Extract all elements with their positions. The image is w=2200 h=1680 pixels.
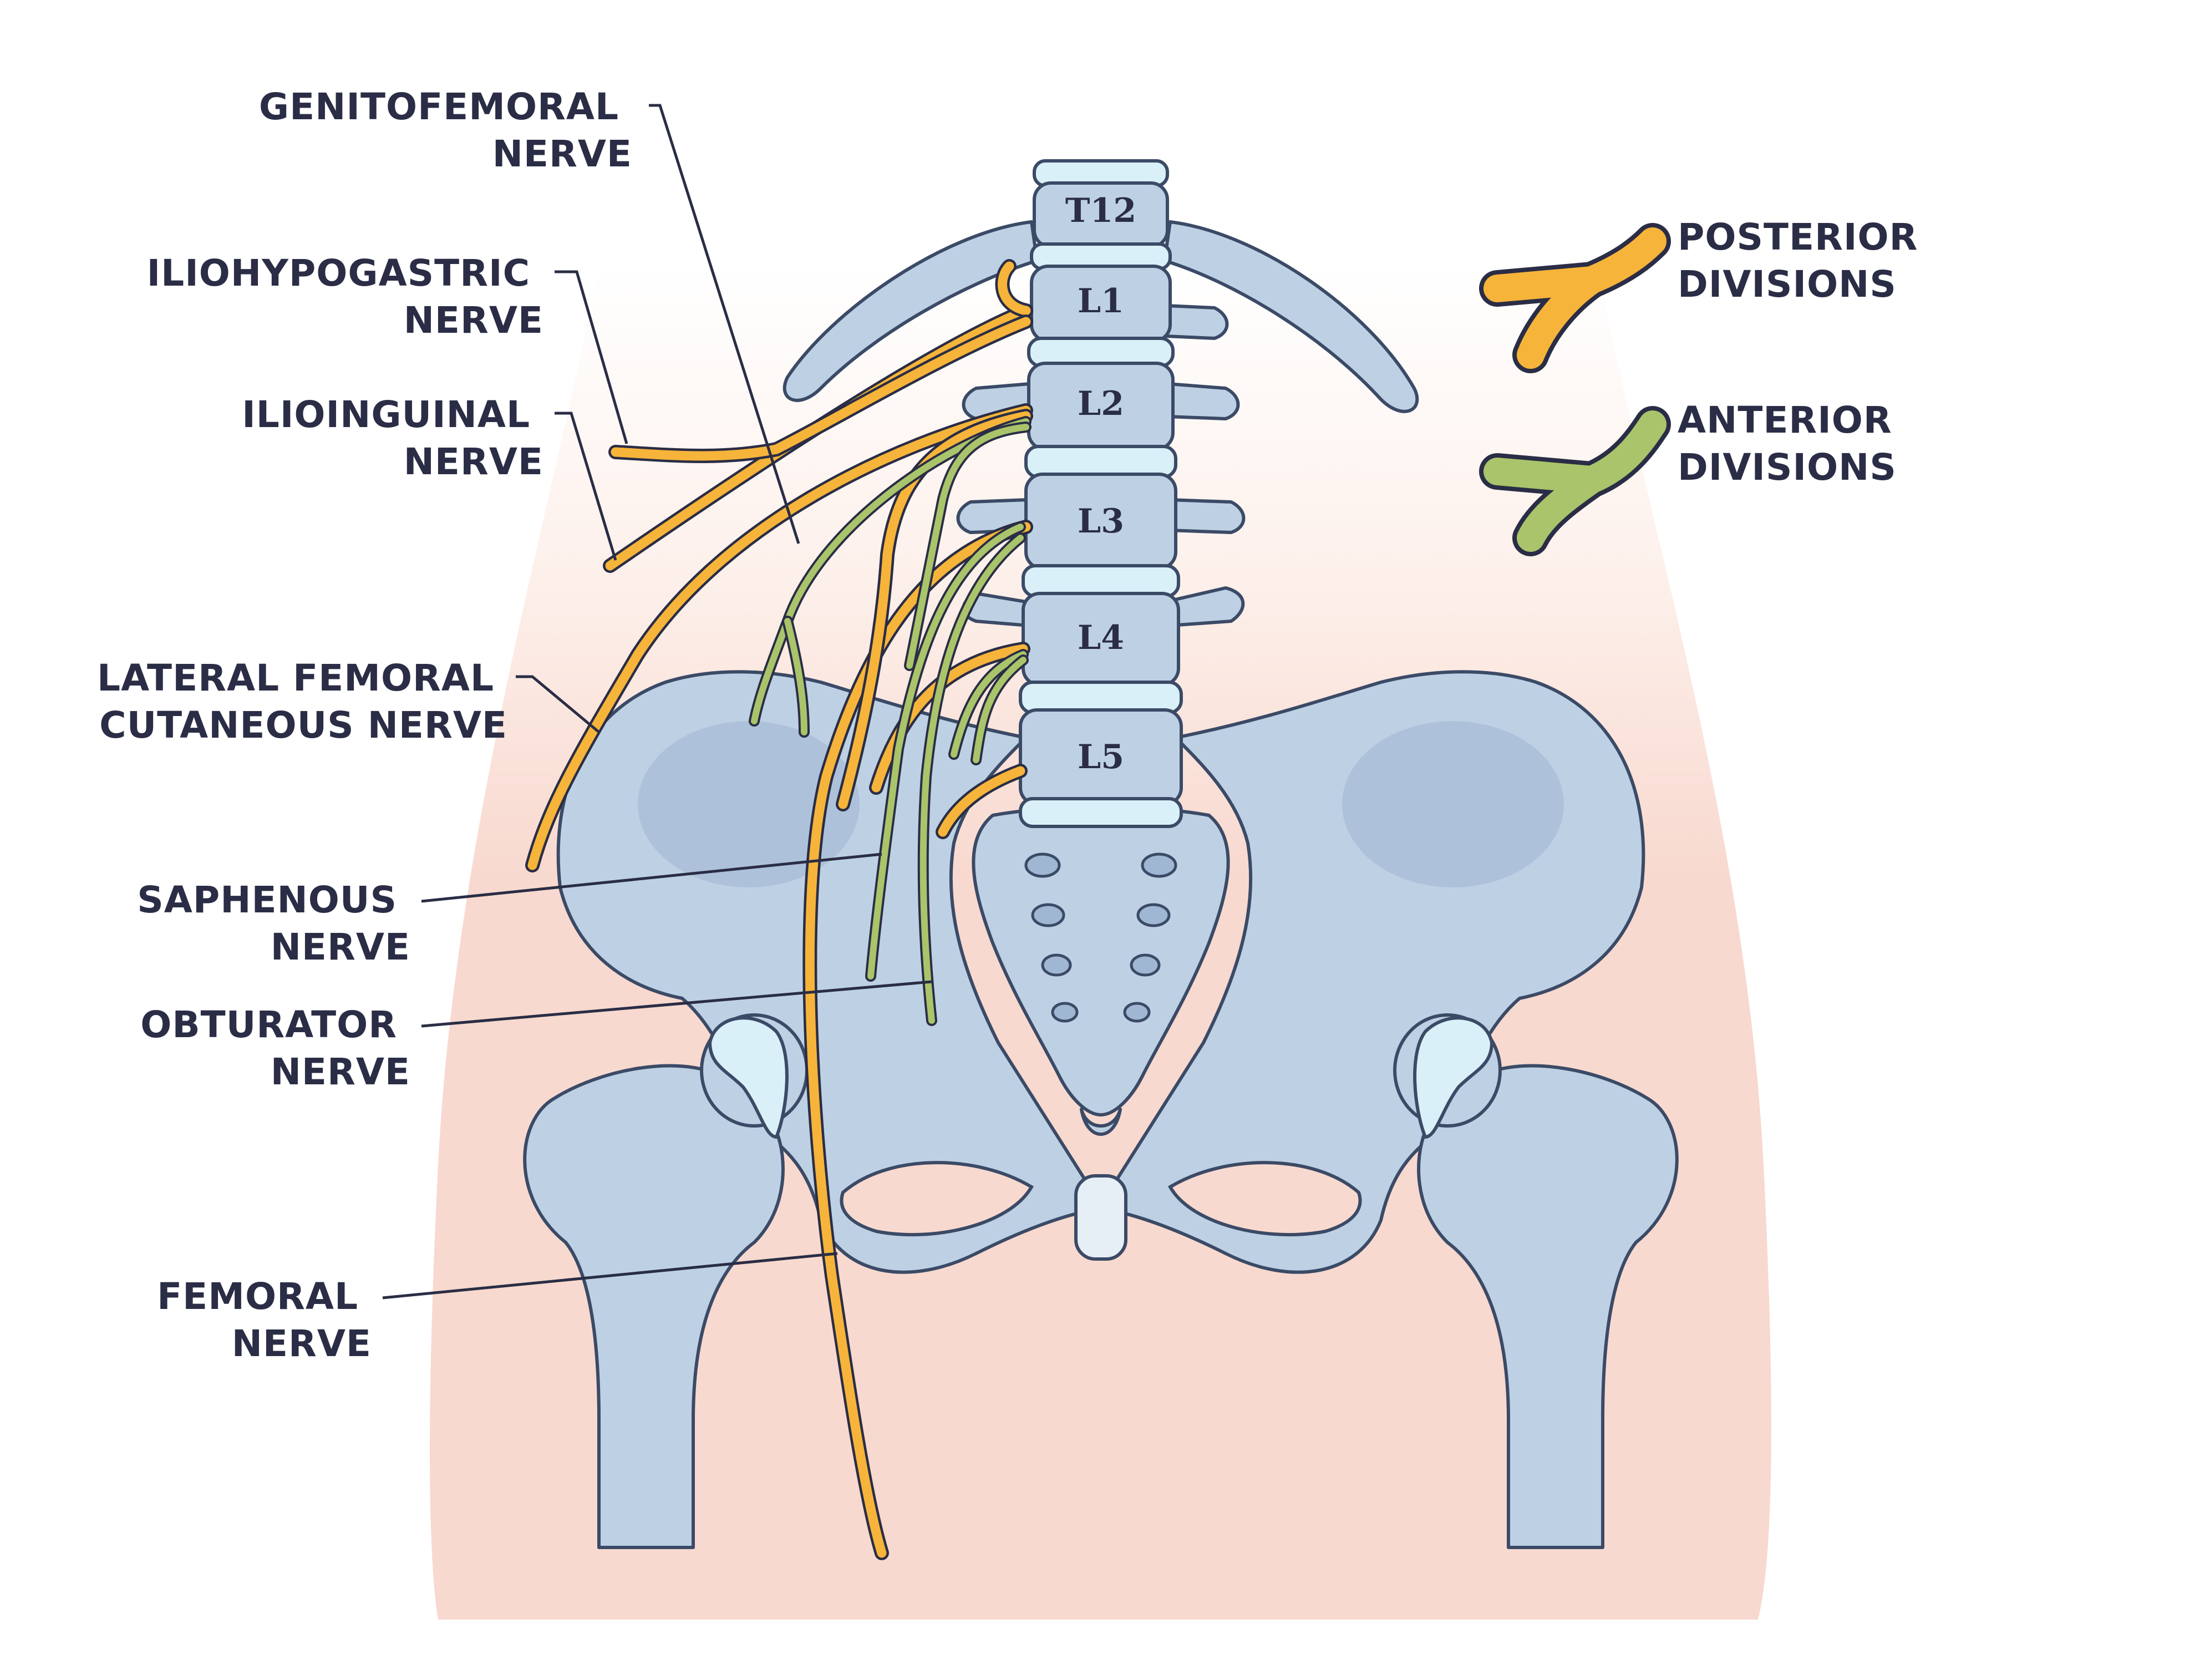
anterior-branch-l2 <box>904 422 1032 671</box>
label-genitofemoral: GENITOFEMORAL NERVE <box>259 85 632 175</box>
posterior-branch-l5 <box>936 764 1028 839</box>
legend-posterior-label: POSTERIOR DIVISIONS <box>1678 216 1931 306</box>
saphenous-nerve <box>865 521 1026 982</box>
label-iliohypogastric: ILIOHYPOGASTRIC NERVE <box>147 252 543 342</box>
vertebra-label-l2: L2 <box>1078 384 1124 423</box>
vertebra-label-t12: T12 <box>1065 191 1136 230</box>
vertebra-label-l4: L4 <box>1078 618 1124 657</box>
posterior-division-nerves <box>525 259 1033 1560</box>
vertebral-column <box>1019 159 1183 828</box>
legend-posterior-swatch <box>1479 223 1671 373</box>
right-iliac-fossa <box>1342 721 1564 887</box>
left-obturator-foramen <box>840 1161 1034 1237</box>
legend-anterior-label: ANTERIOR DIVISIONS <box>1678 399 1906 489</box>
left-hip-cartilage <box>708 1016 789 1139</box>
sacral-foramina <box>1024 852 1177 1023</box>
vertebra-label-l5: L5 <box>1078 738 1124 776</box>
label-obturator: OBTURATOR NERVE <box>140 1003 410 1093</box>
sacrum <box>972 805 1230 1116</box>
vertebra-label-l1: L1 <box>1078 282 1124 321</box>
anterior-branch-l4 <box>948 649 1029 765</box>
lateral-femoral-cutaneous-nerve <box>525 403 1033 872</box>
posterior-branch-l2 <box>836 409 1033 811</box>
left-iliac-fossa <box>638 721 860 887</box>
transverse-process-l2 <box>1152 381 1240 420</box>
vertebra-label-l3: L3 <box>1078 502 1124 541</box>
disc-l4-l5 <box>1019 681 1183 714</box>
anterior-division-nerves <box>749 416 1032 1026</box>
disc-l2-l3 <box>1024 445 1177 479</box>
genitofemoral-nerve <box>749 416 1032 738</box>
label-saphenous: SAPHENOUS NERVE <box>137 879 410 968</box>
posterior-branch-l4 <box>869 642 1030 795</box>
disc-l3-l4 <box>1022 564 1180 598</box>
label-femoral: FEMORAL NERVE <box>157 1275 372 1365</box>
right-obturator-foramen <box>1167 1161 1362 1237</box>
ilioinguinal-nerve <box>608 314 1033 463</box>
obturator-nerve <box>917 532 1026 1026</box>
pubic-symphysis <box>1074 1174 1127 1261</box>
right-rib <box>1163 220 1419 413</box>
coccyx <box>1080 1108 1122 1136</box>
legend-anterior-swatch <box>1479 406 1671 556</box>
label-lateral-femoral-cutaneous: LATERAL FEMORAL CUTANEOUS NERVE <box>97 657 507 747</box>
left-rib <box>783 220 1039 402</box>
legend: POSTERIOR DIVISIONS ANTERIOR DIVISIONS <box>1479 216 1931 556</box>
femoral-nerve <box>802 520 1033 1560</box>
disc-l5-s1 <box>1019 797 1183 828</box>
right-hip-cartilage <box>1413 1016 1494 1139</box>
transverse-process-l1 <box>1152 303 1229 340</box>
leader-lines <box>382 104 932 1300</box>
label-ilioinguinal: ILIOINGUINAL NERVE <box>242 393 543 483</box>
